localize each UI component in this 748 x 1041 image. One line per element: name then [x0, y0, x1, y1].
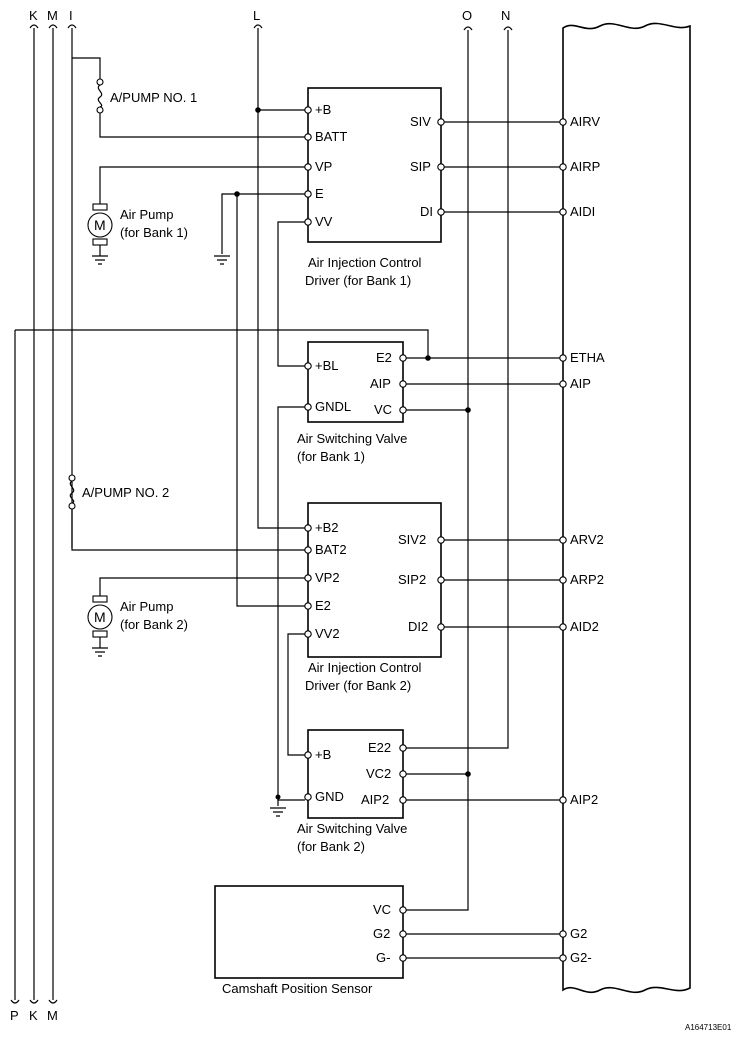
motor2-name: Air Pump: [120, 599, 173, 614]
fuse1-label: A/PUMP NO. 1: [110, 90, 197, 105]
ground-icon: [270, 807, 286, 817]
wire-vv: [277, 221, 305, 367]
motor2-bank: (for Bank 2): [120, 617, 188, 632]
wire-l: [257, 28, 305, 529]
ecm-pins: [559, 118, 567, 962]
left-rails: [10, 24, 77, 1004]
aicd1-pin-batt: BATT: [315, 129, 347, 144]
aicd1-caption2: Driver (for Bank 1): [305, 273, 411, 288]
ground-icon: [92, 245, 108, 265]
motor-icon: M: [87, 595, 113, 638]
ecm-pin-aidi: AIDI: [570, 204, 595, 219]
motor1-bank: (for Bank 1): [120, 225, 188, 240]
aicd2-box: [307, 502, 442, 658]
aicd2-pin-b2: +B2: [315, 520, 339, 535]
aicd2-caption1: Air Injection Control: [308, 660, 422, 675]
asv2-caption2: (for Bank 2): [297, 839, 365, 854]
asv1-box: [307, 341, 404, 423]
ecm-pin-g2minus: G2-: [570, 950, 592, 965]
ecm-pin-aip2: AIP2: [570, 792, 598, 807]
wire-e2-feed: [236, 194, 305, 607]
ecm-pin-aid2: AID2: [570, 619, 599, 634]
asv2-pin-vc2: VC2: [366, 766, 391, 781]
aicd2-pin-siv2: SIV2: [398, 532, 426, 547]
rail-label-k-bottom: K: [29, 1008, 38, 1023]
motor1-name: Air Pump: [120, 207, 173, 222]
asv1-pin-bl: +BL: [315, 358, 339, 373]
rail-label-i-top: I: [69, 8, 73, 23]
aicd1-left-pins: [304, 106, 312, 226]
motor-icon: M: [87, 203, 113, 246]
cam-pin-gminus: G-: [376, 950, 390, 965]
ecm-block: [562, 22, 691, 994]
aicd2-pin-e2: E2: [315, 598, 331, 613]
aicd1-pin-e: E: [315, 186, 324, 201]
aicd1-pin-vp: VP: [315, 159, 332, 174]
rail-label-l-top: L: [253, 8, 260, 23]
aicd1-caption1: Air Injection Control: [308, 255, 422, 270]
wire-o: [400, 30, 469, 911]
aicd1-pin-b: +B: [315, 102, 331, 117]
ground-icon: [214, 255, 230, 265]
aicd2-pin-sip2: SIP2: [398, 572, 426, 587]
cam-pin-vc: VC: [373, 902, 391, 917]
rail-label-k-top: K: [29, 8, 38, 23]
asv2-box: [307, 729, 404, 819]
wire-e-gnd: [221, 193, 305, 254]
asv2-pin-aip2: AIP2: [361, 792, 389, 807]
ground-icon: [92, 637, 108, 657]
rail-label-m-bottom: M: [47, 1008, 58, 1023]
ecm-pin-airv: AIRV: [570, 114, 600, 129]
cam-sensor-box: [214, 885, 404, 979]
aicd2-pin-vp2: VP2: [315, 570, 340, 585]
wire-vv2: [287, 633, 305, 756]
ecm-pin-arv2: ARV2: [570, 532, 604, 547]
figure-id: A164713E01: [685, 1023, 732, 1032]
fuse1-feed: [72, 57, 101, 80]
aicd2-caption2: Driver (for Bank 2): [305, 678, 411, 693]
asv1-pin-aip: AIP: [370, 376, 391, 391]
aicd1-pin-vv: VV: [315, 214, 333, 229]
wire-gndl: [277, 406, 305, 801]
fuse-icon: [68, 474, 76, 510]
aicd2-pin-di2: DI2: [408, 619, 428, 634]
rail-label-o-top: O: [462, 8, 472, 23]
wire-n: [400, 30, 509, 749]
cam-pin-g2: G2: [373, 926, 390, 941]
asv2-pin-e22: E22: [368, 740, 391, 755]
fuse2-label: A/PUMP NO. 2: [82, 485, 169, 500]
fuse-icon: [96, 78, 104, 114]
ecm-pin-etha: ETHA: [570, 350, 605, 365]
rail-label-p-bottom: P: [10, 1008, 19, 1023]
asv1-caption1: Air Switching Valve: [297, 431, 407, 446]
svg-text:M: M: [94, 609, 106, 625]
svg-text:M: M: [94, 217, 106, 233]
aicd1-pin-di: DI: [420, 204, 433, 219]
ecm-pin-arp2: ARP2: [570, 572, 604, 587]
asv1-pin-vc: VC: [374, 402, 392, 417]
rail-label-m-top: M: [47, 8, 58, 23]
asv2-pin-b: +B: [315, 747, 331, 762]
aicd2-pin-bat2: BAT2: [315, 542, 347, 557]
ecm-pin-g2: G2: [570, 926, 587, 941]
asv2-caption1: Air Switching Valve: [297, 821, 407, 836]
aicd2-pin-vv2: VV2: [315, 626, 340, 641]
aicd1-pin-siv: SIV: [410, 114, 431, 129]
aicd1-pin-sip: SIP: [410, 159, 431, 174]
asv1-pin-e2: E2: [376, 350, 392, 365]
asv2-pin-gnd: GND: [315, 789, 344, 804]
asv1-pin-gndl: GNDL: [315, 399, 351, 414]
cam-caption: Camshaft Position Sensor: [222, 981, 373, 996]
ecm-pin-airp: AIRP: [570, 159, 600, 174]
asv1-caption2: (for Bank 1): [297, 449, 365, 464]
rail-label-n-top: N: [501, 8, 510, 23]
ecm-pin-aip: AIP: [570, 376, 591, 391]
